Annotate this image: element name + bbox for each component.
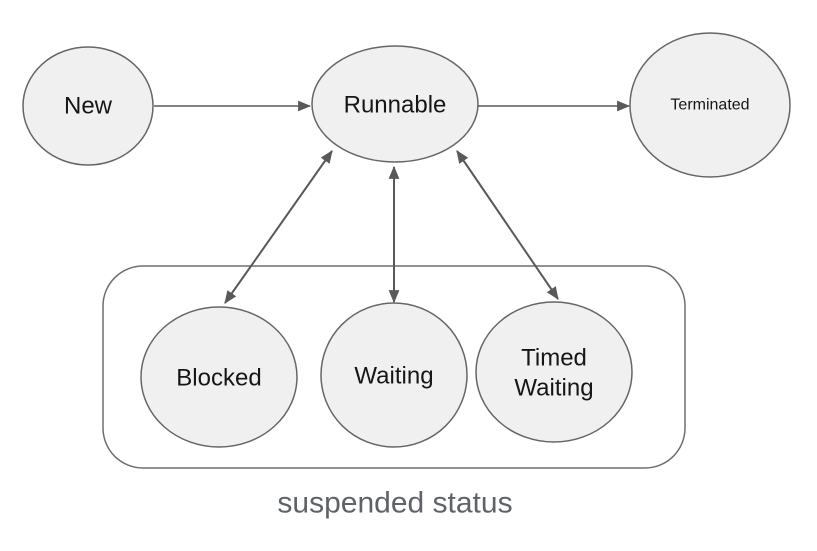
node-blocked-label: Blocked: [176, 365, 261, 392]
edge-runnable-blocked-bidirectional: [224, 150, 333, 304]
node-runnable-label: Runnable: [344, 92, 447, 119]
suspended-status-caption: suspended status: [277, 487, 512, 520]
node-waiting-label: Waiting: [354, 363, 433, 390]
node-terminated-label: Terminated: [670, 97, 749, 114]
node-timed-waiting-label-line2: Waiting: [514, 375, 593, 402]
node-timed-waiting-label-line1: Timed: [521, 345, 587, 372]
node-runnable: [311, 45, 479, 163]
edge-runnable-timed-waiting-bidirectional: [456, 150, 559, 300]
node-new-label: New: [64, 93, 113, 120]
node-timed-waiting: [475, 301, 633, 443]
node-blocked: [140, 306, 298, 448]
node-new: [22, 46, 154, 166]
